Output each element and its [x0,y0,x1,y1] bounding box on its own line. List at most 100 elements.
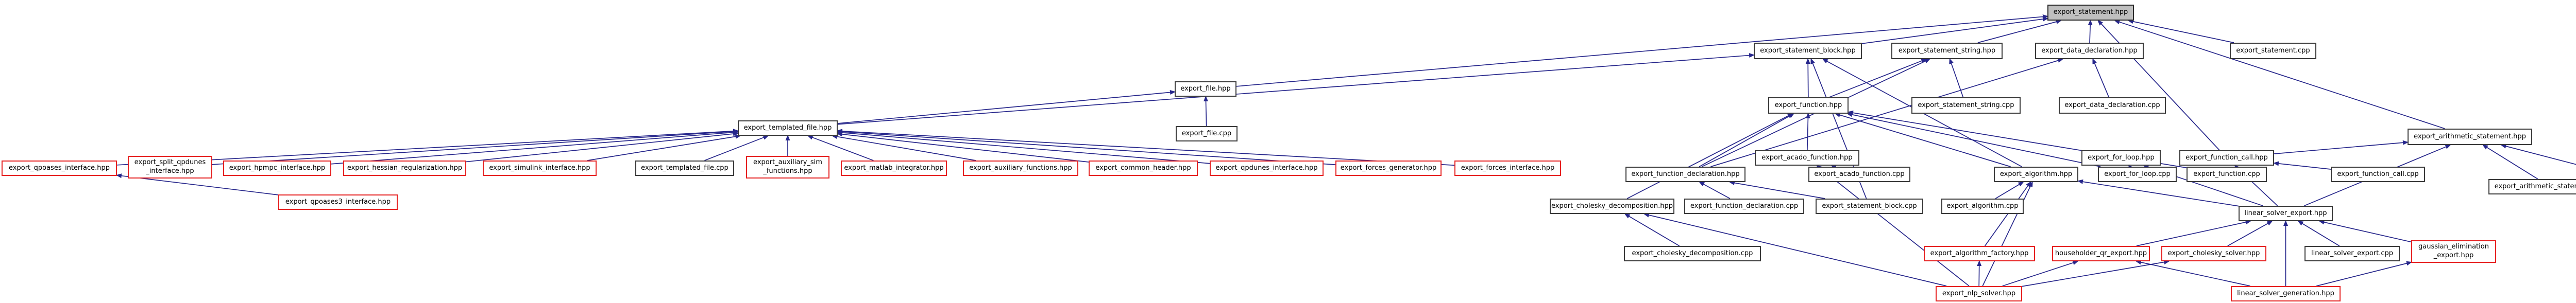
graph-node-export_function_hpp[interactable]: export_function.hpp [1768,97,1849,114]
graph-node-label: linear_solver_generation.hpp [2237,289,2334,297]
graph-node-export_simulink_interface_hpp[interactable]: export_simulink_interface.hpp [483,161,597,176]
graph-node-label: export_templated_file.cpp [641,164,728,172]
graph-node-export_algorithm_factory_hpp[interactable]: export_algorithm_factory.hpp [1924,246,2035,261]
include-edge-export_nlp_solver_hpp--householder_qr_export_hpp [2002,260,2079,287]
graph-node-export_function_call_cpp[interactable]: export_function_call.cpp [2331,167,2425,182]
include-edge-export_function_declaration_cpp--export_function_declaration_hpp [1699,182,1731,199]
graph-node-export_cholesky_decomposition_cpp[interactable]: export_cholesky_decomposition.cpp [1624,246,1761,261]
include-edge-export_cholesky_solver_hpp--linear_solver_export_hpp [2227,221,2273,246]
graph-node-label: export_auxiliary_functions.hpp [969,164,1072,172]
graph-node-export_qpoases3_interface_hpp[interactable]: export_qpoases3_interface.hpp [278,194,398,210]
graph-node-label: export_qpoases3_interface.hpp [285,198,391,206]
graph-node-export_algorithm_hpp[interactable]: export_algorithm.hpp [1994,167,2078,182]
include-edge-export_simulink_interface_hpp--export_templated_file_hpp [587,134,741,161]
graph-node-export_statement_block_hpp[interactable]: export_statement_block.hpp [1754,43,1862,59]
graph-node-label: export_data_declaration.cpp [2064,101,2160,109]
graph-node-label: export_arithmetic_statement.hpp [2414,132,2526,140]
graph-node-export_hessian_regularization_hpp[interactable]: export_hessian_regularization.hpp [343,161,466,176]
graph-node-export_split_qpdunes_interface_hpp[interactable]: export_split_qpdunes _interface.hpp [128,156,212,179]
include-edge-export_statement_block_cpp--export_function_declaration_hpp [1728,181,1825,199]
graph-node-gaussian_elimination_export_hpp[interactable]: gaussian_elimination _export.hpp [2411,240,2496,263]
graph-node-label: export_function.cpp [2193,170,2260,178]
graph-node-label: export_for_loop.hpp [2088,153,2155,162]
graph-node-export_for_loop_hpp[interactable]: export_for_loop.hpp [2081,150,2161,166]
graph-node-label: export_statement_block.cpp [1822,202,1917,210]
graph-node-export_algorithm_cpp[interactable]: export_algorithm.cpp [1941,199,2024,214]
graph-node-label: export_algorithm_factory.hpp [1930,249,2029,257]
graph-node-linear_solver_generation_hpp[interactable]: linear_solver_generation.hpp [2231,286,2341,301]
graph-node-export_arithmetic_statement_cpp[interactable]: export_arithmetic_statement.cpp [2488,179,2576,194]
graph-node-export_function_declaration_hpp[interactable]: export_function_declaration.hpp [1625,167,1745,182]
graph-node-export_auxiliary_sim_functions_hpp[interactable]: export_auxiliary_sim _functions.hpp [746,156,829,179]
include-edge-export_hpmpc_interface_hpp--export_templated_file_hpp [331,130,739,165]
graph-node-export_templated_file_hpp[interactable]: export_templated_file.hpp [738,120,838,136]
graph-node-label: householder_qr_export.hpp [2055,249,2147,257]
include-edge-export_nlp_solver_hpp--export_algorithm_hpp [1982,181,2033,287]
graph-node-export_file_cpp[interactable]: export_file.cpp [1176,126,1238,141]
graph-node-export_arithmetic_statement_hpp[interactable]: export_arithmetic_statement.hpp [2408,129,2532,145]
graph-node-label: export_function_declaration.hpp [1631,170,1740,178]
graph-node-export_function_cpp[interactable]: export_function.cpp [2187,167,2267,182]
include-edge-export_acado_function_hpp--export_function_hpp [1805,113,1810,151]
graph-node-label: export_file.hpp [1180,84,1231,93]
graph-node-label: export_split_qpdunes _interface.hpp [134,158,206,175]
graph-node-export_matlab_integrator_hpp[interactable]: export_matlab_integrator.hpp [841,161,947,176]
include-edge-linear_solver_export_cpp--linear_solver_export_hpp [2297,220,2340,246]
graph-node-export_data_declaration_hpp[interactable]: export_data_declaration.hpp [2035,43,2144,59]
graph-node-export_statement_string_hpp[interactable]: export_statement_string.hpp [1891,43,2003,59]
graph-node-export_statement_cpp[interactable]: export_statement.cpp [2230,43,2316,59]
graph-node-label: export_cholesky_decomposition.hpp [1551,202,1673,210]
graph-node-export_templated_file_cpp[interactable]: export_templated_file.cpp [635,161,734,176]
include-edge-export_statement_block_hpp--export_statement_hpp [1861,16,2048,44]
graph-node-label: export_algorithm.hpp [1999,170,2073,178]
graph-node-export_acado_function_hpp[interactable]: export_acado_function.hpp [1755,150,1859,166]
graph-node-export_cholesky_solver_hpp[interactable]: export_cholesky_solver.hpp [2161,246,2266,261]
graph-node-label: export_function.hpp [1774,101,1842,109]
include-edge-export_cholesky_decomposition_cpp--export_cholesky_decomposition_hpp [1624,213,1680,246]
graph-node-export_forces_interface_hpp[interactable]: export_forces_interface.hpp [1454,161,1561,176]
graph-node-label: export_cholesky_decomposition.cpp [1632,249,1753,257]
graph-node-label: export_simulink_interface.hpp [489,164,590,172]
graph-node-export_file_hpp[interactable]: export_file.hpp [1175,81,1236,97]
graph-node-label: linear_solver_export.cpp [2311,249,2394,257]
graph-node-export_for_loop_cpp[interactable]: export_for_loop.cpp [2098,167,2177,182]
graph-node-export_acado_function_cpp[interactable]: export_acado_function.cpp [1808,167,1910,182]
graph-node-export_cholesky_decomposition_hpp[interactable]: export_cholesky_decomposition.hpp [1550,199,1674,214]
graph-node-export_nlp_solver_hpp[interactable]: export_nlp_solver.hpp [1936,286,2022,301]
graph-node-label: linear_solver_export.hpp [2244,209,2327,217]
graph-node-label: gaussian_elimination _export.hpp [2418,243,2489,259]
graph-node-label: export_for_loop.cpp [2104,170,2171,178]
graph-node-export_qpoases_interface_hpp[interactable]: export_qpoases_interface.hpp [2,161,117,176]
graph-node-linear_solver_export_hpp[interactable]: linear_solver_export.hpp [2239,206,2333,221]
graph-node-export_forces_generator_hpp[interactable]: export_forces_generator.hpp [1335,161,1442,176]
graph-node-label: export_arithmetic_statement.cpp [2494,182,2576,190]
graph-node-export_auxiliary_functions_hpp[interactable]: export_auxiliary_functions.hpp [963,161,1078,176]
graph-node-export_hpmpc_interface_hpp[interactable]: export_hpmpc_interface.hpp [223,161,331,176]
graph-node-label: export_statement_string.cpp [1918,101,2014,109]
graph-node-label: export_auxiliary_sim _functions.hpp [753,158,822,175]
graph-node-export_statement_string_cpp[interactable]: export_statement_string.cpp [1911,97,2021,114]
graph-node-label: export_qpoases_interface.hpp [9,164,110,172]
include-edge-export_algorithm_cpp--export_algorithm_hpp [1995,181,2024,199]
include-edge-householder_qr_export_hpp--linear_solver_export_hpp [2136,220,2251,246]
include-edge-export_statement_string_cpp--export_statement_string_hpp [1949,58,1964,98]
include-edge-export_split_qpdunes_interface_hpp--export_templated_file_hpp [212,129,739,165]
include-edge-export_algorithm_hpp--export_function_hpp [1834,113,2011,167]
include-edge-linear_solver_export_hpp--export_algorithm_hpp [2077,179,2239,207]
graph-node-export_common_header_hpp[interactable]: export_common_header.hpp [1089,161,1198,176]
graph-node-export_data_declaration_cpp[interactable]: export_data_declaration.cpp [2059,97,2166,114]
graph-node-export_function_declaration_cpp[interactable]: export_function_declaration.cpp [1684,199,1804,214]
include-edge-export_templated_file_hpp--export_statement_block_hpp [837,53,1755,125]
include-edge-export_function_call_cpp--export_function_call_hpp [2273,161,2331,170]
graph-node-export_function_call_hpp[interactable]: export_function_call.hpp [2179,150,2274,166]
graph-node-householder_qr_export_hpp[interactable]: householder_qr_export.hpp [2052,246,2150,261]
graph-node-linear_solver_export_cpp[interactable]: linear_solver_export.cpp [2304,246,2400,261]
include-edge-export_common_header_hpp--export_templated_file_hpp [837,132,1089,163]
graph-node-label: export_statement_block.hpp [1760,46,1856,55]
graph-node-label: export_data_declaration.hpp [2041,46,2138,55]
graph-node-label: export_forces_interface.hpp [1461,164,1555,172]
graph-node-label: export_algorithm.cpp [1946,202,2019,210]
graph-node-export_statement_block_cpp[interactable]: export_statement_block.cpp [1816,199,1923,214]
include-edge-export_statement_cpp--export_statement_hpp [2127,19,2234,43]
graph-node-export_qpdunes_interface_hpp[interactable]: export_qpdunes_interface.hpp [1210,161,1324,176]
